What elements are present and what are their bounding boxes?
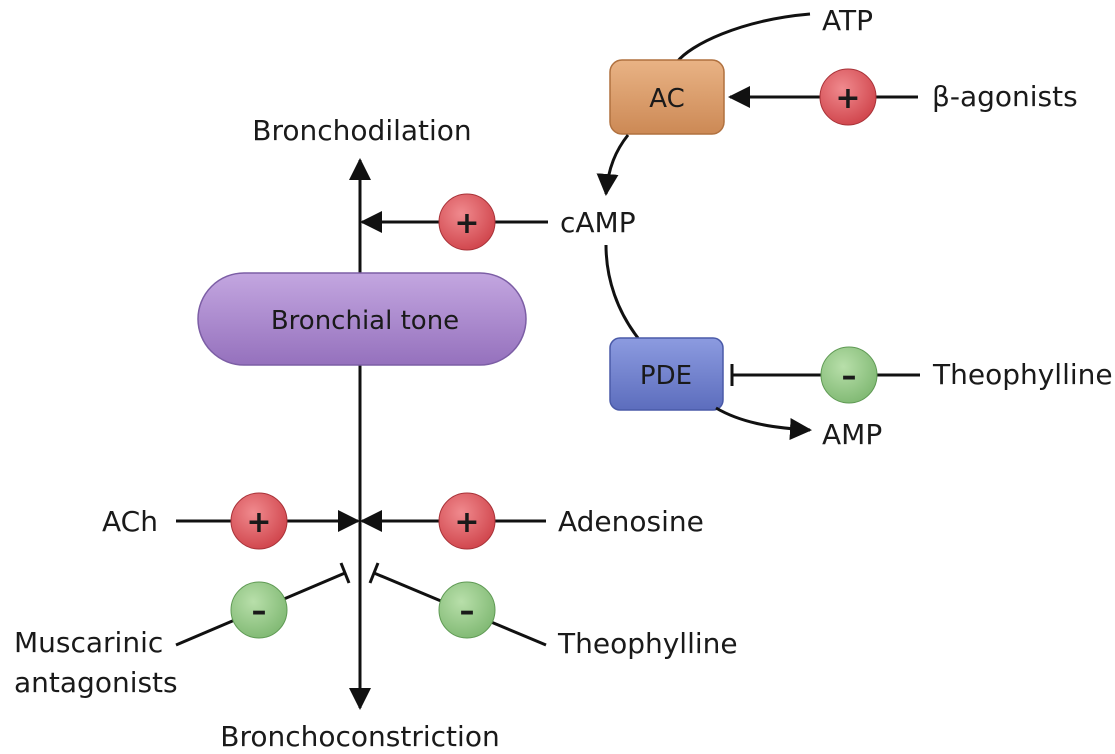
inhibit-bar-muscarinic bbox=[339, 562, 351, 584]
minus-circle-pde bbox=[820, 346, 878, 404]
theophylline-lower-label: Theophylline bbox=[557, 627, 738, 660]
ach-label: ACh bbox=[102, 505, 158, 538]
plus-circle-camp bbox=[438, 193, 496, 251]
atp-to-ac-curve bbox=[675, 12, 811, 63]
bronchoconstriction-label: Bronchoconstriction bbox=[220, 720, 499, 753]
pde-box bbox=[609, 337, 724, 411]
ac-to-camp-curve bbox=[596, 134, 630, 196]
beta-agonists-label: β-agonists bbox=[932, 80, 1078, 113]
pde-label: PDE bbox=[640, 361, 692, 391]
ac-label: AC bbox=[649, 84, 684, 114]
muscarinic-label-line2: antagonists bbox=[14, 666, 178, 699]
minus-sign: – bbox=[842, 359, 857, 394]
bronchial-tone-label: Bronchial tone bbox=[271, 306, 459, 336]
minus-sign: – bbox=[252, 594, 267, 629]
plus-circle-beta bbox=[819, 68, 877, 126]
plus-sign: + bbox=[835, 81, 860, 116]
adenosine-label: Adenosine bbox=[558, 505, 704, 538]
minus-circle-theophylline bbox=[438, 581, 496, 639]
minus-circle-muscarinic bbox=[230, 581, 288, 639]
muscarinic-label-line1: Muscarinic bbox=[14, 626, 163, 659]
ac-box bbox=[609, 59, 725, 135]
pde-to-amp-arrow bbox=[715, 406, 812, 440]
plus-sign: + bbox=[454, 505, 479, 540]
camp-to-pde-curve bbox=[604, 244, 640, 339]
plus-circle-ach bbox=[230, 492, 288, 550]
camp-label: cAMP bbox=[560, 206, 636, 239]
amp-label: AMP bbox=[822, 418, 882, 451]
plus-sign: + bbox=[246, 505, 271, 540]
bronchodilation-label: Bronchodilation bbox=[252, 114, 471, 147]
inhibit-bar-theophylline bbox=[368, 562, 380, 584]
atp-label: ATP bbox=[822, 4, 873, 37]
theophylline-pde-label: Theophylline bbox=[932, 358, 1113, 391]
plus-sign: + bbox=[454, 206, 479, 241]
plus-circle-adenosine bbox=[438, 492, 496, 550]
minus-sign: – bbox=[460, 594, 475, 629]
bronchial-tone-box bbox=[197, 272, 527, 366]
